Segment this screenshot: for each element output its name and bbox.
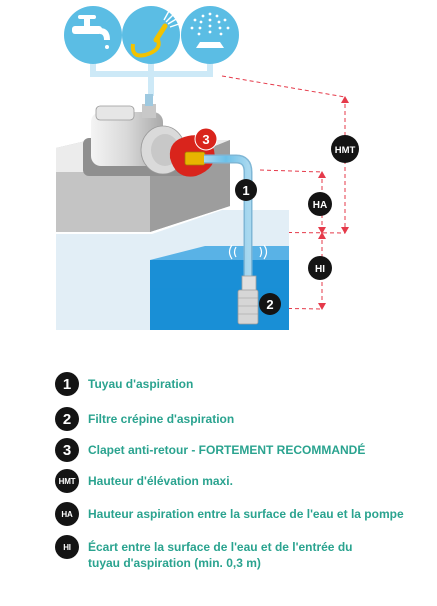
legend-label: Tuyau d'aspiration <box>88 377 194 391</box>
marker-1: 1 <box>235 179 257 201</box>
legend-item-suction-hose: 1 Tuyau d'aspiration <box>55 372 193 396</box>
legend-item-hmt: HMT Hauteur d'élévation maxi. <box>55 469 233 493</box>
legend-item-strainer: 2 Filtre crépine d'aspiration <box>55 407 234 431</box>
svg-text:HA: HA <box>313 200 327 211</box>
legend-label: Clapet anti-retour - FORTEMENT RECOMMAND… <box>88 443 366 457</box>
svg-text:3: 3 <box>202 132 209 147</box>
sprinkler-icon <box>181 6 239 64</box>
strainer-filter <box>237 289 259 325</box>
marker-ha: HA <box>308 192 332 216</box>
legend-badge: 3 <box>55 438 79 462</box>
legend-badge: 2 <box>55 407 79 431</box>
legend-item-ha: HA Hauteur aspiration entre la surface d… <box>55 502 404 526</box>
suction-hose <box>204 154 257 293</box>
svg-text:2: 2 <box>266 297 273 312</box>
distribution-lines <box>90 64 213 96</box>
faucet-icon <box>64 6 122 64</box>
legend-label: Écart entre la surface de l'eau et de l'… <box>88 540 353 570</box>
legend-badge: HI <box>55 535 79 559</box>
pump-illustration <box>83 94 191 176</box>
dimension-arrowheads <box>318 96 349 310</box>
marker-hi: HI <box>308 256 332 280</box>
svg-text:HI: HI <box>315 264 325 275</box>
legend-label: Hauteur aspiration entre la surface de l… <box>88 507 404 521</box>
svg-text:1: 1 <box>242 183 249 198</box>
legend-label: Filtre crépine d'aspiration <box>88 412 235 426</box>
legend-badge: HA <box>55 502 79 526</box>
legend-badge: HMT <box>55 469 79 493</box>
water-ripple-marks <box>228 244 268 260</box>
legend-item-check-valve: 3 Clapet anti-retour - FORTEMENT RECOMMA… <box>55 438 365 462</box>
marker-3: 3 <box>194 127 218 151</box>
marker-2: 2 <box>259 293 281 315</box>
pump-installation-diagram: 3 1 2 HMT HA HI <box>56 6 359 330</box>
legend-item-hi: HI Écart entre la surface de l'eau et de… <box>55 535 378 571</box>
legend-badge: 1 <box>55 372 79 396</box>
marker-hmt: HMT <box>331 135 359 163</box>
svg-text:HMT: HMT <box>335 145 356 156</box>
garden-hose-icon <box>122 6 180 64</box>
legend-label: Hauteur d'élévation maxi. <box>88 474 233 488</box>
